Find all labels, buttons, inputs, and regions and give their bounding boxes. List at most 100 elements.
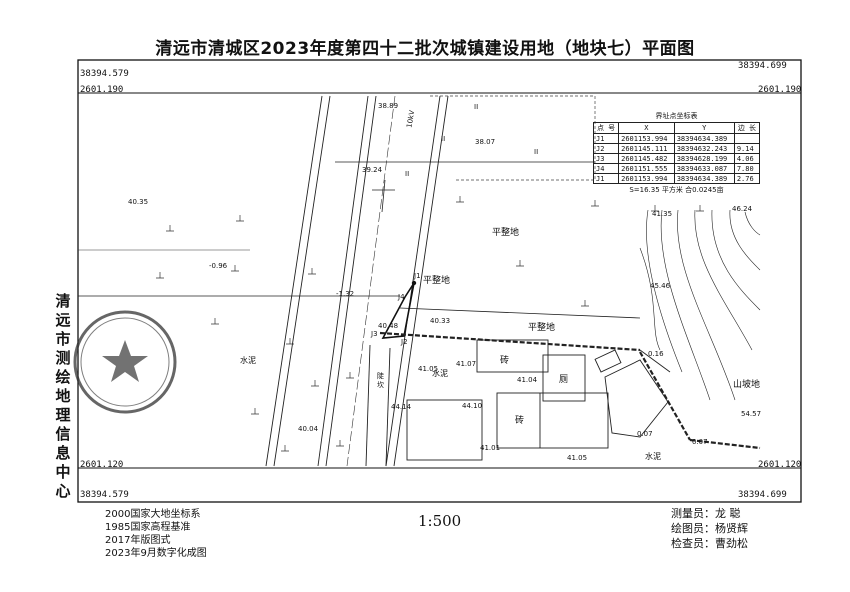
table-row: J4 2601151.555 38394633.087 7.80 [592, 163, 761, 174]
label-hill-land: 山坡地 [733, 380, 761, 390]
corner-top-right-x: 38394.699 [738, 61, 787, 71]
corner-bottom-right-x: 38394.699 [738, 490, 787, 500]
note-coordinate-system: 2000国家大地坐标系 [105, 509, 201, 520]
note-elevation-datum: 1985国家高程基准 [105, 522, 191, 533]
edge-length: 7.80 [733, 163, 761, 174]
inner-frame [77, 92, 802, 469]
parcel-boundary [381, 282, 415, 339]
elevation: 40.48 [378, 322, 399, 330]
coord-table-header: Y [673, 122, 735, 134]
corner-bottom-left-x: 38394.579 [80, 490, 129, 500]
label-point-j1: J1 [414, 272, 421, 280]
elevation: 41.01 [480, 444, 501, 452]
elevation: 0.07 [637, 430, 653, 438]
point-id: J4 [592, 163, 620, 174]
checker: 检查员：曹劲松 [671, 537, 748, 550]
edge-length: 4.06 [733, 153, 761, 164]
coord-table-header: X [618, 122, 675, 134]
seal-stamp [73, 310, 177, 414]
point-x: 2601151.555 [618, 163, 675, 174]
label-brick: 砖 [500, 356, 510, 366]
grade-symbol: II [534, 148, 539, 156]
point-x: 2601153.994 [618, 133, 675, 144]
staff-list: 测量员：龙 聪 绘图员：杨贤辉 检查员：曹劲松 [671, 506, 748, 551]
elevation: 0.16 [648, 350, 664, 358]
label-flat-land: 平整地 [423, 276, 451, 286]
building-brick-1 [476, 339, 549, 373]
edge-length [733, 133, 761, 144]
elevation: 0.07 [692, 438, 708, 446]
table-row: J3 2601145.482 38394628.199 4.06 [592, 153, 761, 164]
parcel-area: S=16.35 平方米 合0.0245亩 [629, 186, 724, 194]
point-id: J2 [592, 143, 620, 154]
corner-bottom-right-y: 2601.120 [758, 460, 802, 470]
elevation: 39.24 [362, 166, 383, 174]
point-id: J3 [592, 153, 620, 164]
label-flat-land: 平整地 [492, 228, 520, 238]
elevation: 41.04 [517, 376, 538, 384]
note-legend-version: 2017年版图式 [105, 535, 171, 546]
label-steps: 陡坎 [377, 372, 384, 389]
elevation: 38.89 [378, 102, 399, 110]
note-date: 2023年9月数字化成图 [105, 548, 207, 559]
label-cement: 水泥 [645, 452, 661, 461]
grade-symbol: II [441, 135, 446, 143]
coord-table-header: 点 号 [592, 122, 620, 134]
coord-table-title: 界址点坐标表 [655, 112, 698, 120]
point-x: 2601145.482 [618, 153, 675, 164]
label-flat-land: 平整地 [528, 323, 556, 333]
elevation: 40.33 [430, 317, 451, 325]
elevation: -0.96 [209, 262, 228, 270]
elevation: 41.35 [652, 210, 673, 218]
table-row: J1 2601153.994 38394634.389 [592, 133, 761, 144]
edge-length: 2.76 [733, 173, 761, 184]
elevation: 45.46 [650, 282, 671, 290]
elevation: 41.07 [456, 360, 477, 368]
point-x: 2601145.111 [618, 143, 675, 154]
label-point-j2: J2 [401, 338, 408, 346]
corner-top-left-y: 2601.190 [80, 85, 124, 95]
corner-bottom-left-y: 2601.120 [80, 460, 124, 470]
point-y: 38394634.389 [673, 133, 735, 144]
surveyor: 测量员：龙 聪 [671, 507, 741, 520]
edge-length: 9.14 [733, 143, 761, 154]
coord-table-header: 边 长 [733, 122, 761, 134]
elevation: 54.57 [741, 410, 762, 418]
label-point-j3: J3 [371, 330, 378, 338]
label-cement: 水泥 [240, 356, 256, 365]
elevation: 40.04 [298, 425, 319, 433]
point-y: 38394632.243 [673, 143, 735, 154]
label-point-j4: J4 [398, 293, 405, 301]
elevation: 38.07 [475, 138, 496, 146]
elevation: 41.05 [418, 365, 439, 373]
elevation: 44.10 [462, 402, 483, 410]
label-toilet: 厕 [559, 375, 569, 385]
elevation: 44.14 [391, 403, 412, 411]
building-brick-2 [496, 392, 609, 449]
label-cement: 水泥 [432, 369, 448, 378]
building-toilet [542, 354, 586, 402]
point-id: J1 [592, 173, 620, 184]
corner-top-left-x: 38394.579 [80, 69, 129, 79]
map-notes: 2000国家大地坐标系 1985国家高程基准 2017年版图式 2023年9月数… [105, 508, 207, 560]
map-title: 清远市清城区2023年度第四十二批次城镇建设用地（地块七）平面图 [155, 39, 695, 59]
point-id: J1 [592, 133, 620, 144]
elevation: 40.35 [128, 198, 149, 206]
grade-symbol: II [474, 103, 479, 111]
elevation: 46.24 [732, 205, 753, 213]
boundary-coordinate-table: 界址点坐标表 点 号 X Y 边 长 J1 2601153.994 383946… [592, 111, 761, 195]
table-row: J2 2601145.111 38394632.243 9.14 [592, 143, 761, 154]
label-brick: 砖 [515, 416, 525, 426]
point-y: 38394634.389 [673, 173, 735, 184]
point-y: 38394628.199 [673, 153, 735, 164]
map-scale: 1:500 [418, 512, 462, 530]
table-row: J1 2601153.994 38394634.389 2.76 [592, 173, 761, 184]
grade-symbol: II [405, 170, 410, 178]
point-x: 2601153.994 [618, 173, 675, 184]
elevation: -1.32 [336, 290, 355, 298]
point-y: 38394633.087 [673, 163, 735, 174]
elevation: 41.05 [567, 454, 588, 462]
corner-top-right-y: 2601.190 [758, 85, 802, 95]
organization-vertical-text: 清远市测绘地理信息中心 [55, 292, 71, 500]
